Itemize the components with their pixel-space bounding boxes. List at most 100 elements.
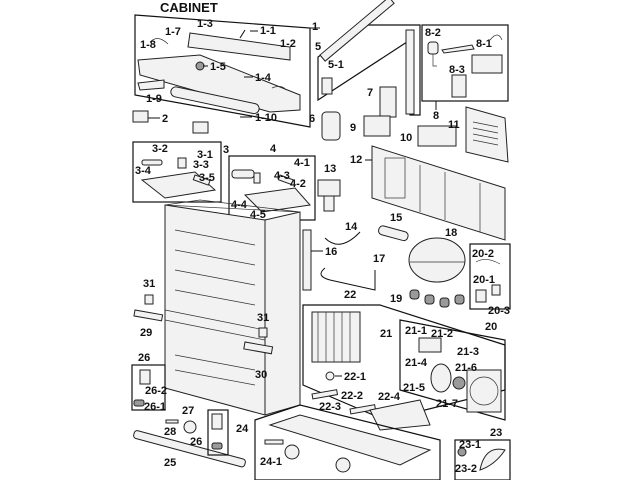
- label-26-1: 26-1: [144, 401, 166, 413]
- label-26-b: 26: [190, 436, 202, 448]
- label-21-1: 21-1: [405, 325, 427, 337]
- label-21-5: 21-5: [403, 382, 425, 394]
- label-5: 5: [315, 41, 321, 53]
- label-1-10: 1-10: [255, 112, 277, 124]
- label-21-6: 21-6: [455, 362, 477, 374]
- label-1-5: 1-5: [210, 61, 226, 73]
- label-3-5: 3-5: [199, 172, 215, 184]
- label-20-1: 20-1: [473, 274, 495, 286]
- part-group-20: [469, 243, 511, 310]
- label-28: 28: [164, 426, 176, 438]
- label-1-8: 1-8: [140, 39, 156, 51]
- label-27: 27: [182, 405, 194, 417]
- label-3-3: 3-3: [193, 159, 209, 171]
- label-20-2: 20-2: [472, 248, 494, 260]
- label-10: 10: [400, 132, 412, 144]
- label-31-a: 31: [143, 278, 155, 290]
- label-6: 6: [309, 113, 315, 125]
- label-30: 30: [255, 369, 267, 381]
- label-22-2: 22-2: [341, 390, 363, 402]
- label-4-1: 4-1: [294, 157, 310, 169]
- part-17-pipe: [320, 267, 376, 291]
- part-2-a: [132, 110, 149, 123]
- part-9-board: [363, 115, 391, 137]
- label-22-4: 22-4: [378, 391, 401, 403]
- label-15: 15: [390, 212, 402, 224]
- part-cabinet-body: [164, 199, 301, 416]
- label-8-1: 8-1: [476, 38, 492, 50]
- part-27: [183, 420, 197, 434]
- label-21-4: 21-4: [405, 357, 428, 369]
- part-group-23: [454, 439, 511, 480]
- label-7: 7: [367, 87, 373, 99]
- label-3: 3: [223, 144, 229, 156]
- label-29: 29: [140, 327, 152, 339]
- label-26-a: 26: [138, 352, 150, 364]
- label-22-3: 22-3: [319, 401, 341, 413]
- label-14: 14: [345, 221, 358, 233]
- diagram-title: CABINET: [160, 0, 218, 15]
- label-3-4: 3-4: [135, 165, 152, 177]
- part-29-hinge: [133, 309, 164, 322]
- part-11-caution-sheet: [465, 106, 509, 163]
- part-group-1: [134, 14, 320, 128]
- label-4: 4: [270, 143, 277, 155]
- label-23-1: 23-1: [459, 439, 481, 451]
- label-21-7: 21-7: [436, 398, 458, 410]
- part-group-5: [317, 0, 421, 116]
- part-18-compressor: [408, 237, 466, 283]
- label-21: 21: [380, 328, 392, 340]
- label-3-1: 3-1: [197, 149, 213, 161]
- part-25-base-cover: [133, 430, 246, 468]
- label-1-4: 1-4: [255, 72, 272, 84]
- label-20: 20: [485, 321, 497, 333]
- label-21-3: 21-3: [457, 346, 479, 358]
- part-12-back-panel: [371, 145, 506, 241]
- part-15-dryer: [378, 225, 409, 242]
- part-16-tube: [302, 229, 312, 291]
- label-4-3: 4-3: [274, 170, 290, 182]
- label-12: 12: [350, 154, 362, 166]
- label-11: 11: [448, 119, 460, 131]
- label-8: 8: [433, 110, 439, 122]
- label-22: 22: [344, 289, 356, 301]
- label-22-1: 22-1: [344, 371, 366, 383]
- label-19: 19: [390, 293, 402, 305]
- label-16: 16: [325, 246, 337, 258]
- part-group-21: [399, 319, 506, 421]
- part-6-gasket: [321, 111, 341, 141]
- label-5-1: 5-1: [328, 59, 344, 71]
- label-1-9: 1-9: [146, 93, 162, 105]
- label-1-7: 1-7: [165, 26, 181, 38]
- label-1-1: 1-1: [260, 25, 276, 37]
- label-23: 23: [490, 427, 502, 439]
- part-7: [379, 86, 397, 118]
- part-14-hose: [324, 231, 361, 245]
- part-group-24: [254, 404, 441, 480]
- label-8-2: 8-2: [425, 27, 441, 39]
- part-10-label-plate: [417, 125, 457, 147]
- part-31-right: [258, 327, 268, 338]
- part-28: [165, 419, 179, 424]
- label-23-2: 23-2: [455, 463, 477, 475]
- label-3-2: 3-2: [152, 143, 168, 155]
- part-group-3: [132, 141, 222, 203]
- label-8-3: 8-3: [449, 64, 465, 76]
- label-2: 2: [162, 113, 168, 125]
- label-1: 1: [312, 21, 318, 33]
- part-group-8: [421, 24, 509, 102]
- label-26-2: 26-2: [145, 385, 167, 397]
- part-31-left: [144, 294, 154, 305]
- label-31-b: 31: [257, 312, 269, 324]
- label-24-1: 24-1: [260, 456, 282, 468]
- label-18: 18: [445, 227, 457, 239]
- label-13: 13: [324, 163, 336, 175]
- label-17: 17: [373, 253, 385, 265]
- part-19-grommets: [409, 289, 465, 308]
- part-13-water-valve: [317, 179, 341, 212]
- label-24: 24: [236, 423, 249, 435]
- label-25: 25: [164, 457, 176, 469]
- label-1-2: 1-2: [280, 38, 296, 50]
- part-group-4: [228, 155, 316, 221]
